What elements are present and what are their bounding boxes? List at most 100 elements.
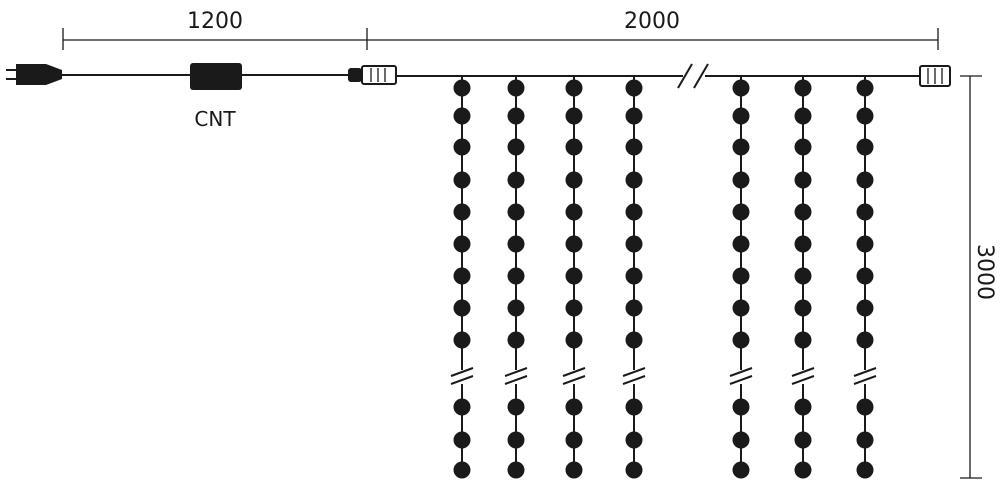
led-bulb [732,267,750,285]
led-bulb [507,461,525,479]
led-bulb [732,431,750,449]
led-bulb [625,107,643,125]
led-bulb [453,267,471,285]
led-bulb [794,107,812,125]
strand-break-mark [504,375,528,385]
led-bulb [856,138,874,156]
led-bulb [732,171,750,189]
led-bulb [625,235,643,253]
light-strand [853,76,877,479]
dimension-width: 2000 [367,9,939,50]
led-bulb [732,235,750,253]
led-bulb [625,431,643,449]
end-connector-icon [919,65,951,87]
led-bulb [453,138,471,156]
led-bulb [856,267,874,285]
led-bulb [507,79,525,97]
led-bulb [507,235,525,253]
led-bulb [732,461,750,479]
led-bulb [625,331,643,349]
led-bulb [565,235,583,253]
led-bulb [625,171,643,189]
led-bulb [453,398,471,416]
strand-break-mark [562,367,586,377]
led-bulb [565,203,583,221]
led-bulb [856,398,874,416]
led-bulb [856,107,874,125]
dimension-width-label: 2000 [624,9,680,34]
led-bulb [565,138,583,156]
led-bulb [453,235,471,253]
led-bulb [565,331,583,349]
led-bulb [453,461,471,479]
light-strand [791,76,815,479]
dimension-drop-label: 3000 [972,244,997,300]
led-bulb [856,79,874,97]
led-bulb [565,171,583,189]
led-bulb [625,267,643,285]
light-strand [622,76,646,479]
led-bulb [507,431,525,449]
strand-break-mark [791,367,815,377]
led-bulb [453,107,471,125]
strand-break-mark [622,375,646,385]
connector-icon [348,65,397,85]
led-bulb [732,138,750,156]
led-bulb [453,431,471,449]
light-strand [729,76,753,479]
light-strands [450,76,877,479]
led-bulb [453,79,471,97]
led-bulb [565,267,583,285]
led-bulb [794,461,812,479]
led-bulb [565,461,583,479]
strand-break-mark [450,367,474,377]
led-bulb [565,431,583,449]
led-bulb [507,107,525,125]
top-wire-break [677,63,709,89]
led-bulb [794,79,812,97]
led-bulb [732,107,750,125]
power-plug-icon [6,64,62,85]
led-bulb [732,331,750,349]
light-strand [450,76,474,479]
led-bulb [794,299,812,317]
led-bulb [794,431,812,449]
led-bulb [732,203,750,221]
led-bulb [507,203,525,221]
led-bulb [507,331,525,349]
led-bulb [507,398,525,416]
led-bulb [625,79,643,97]
dimension-lead: 1200 [62,9,368,50]
led-bulb [625,138,643,156]
light-strand [562,76,586,479]
led-bulb [453,331,471,349]
light-strand [504,76,528,479]
led-bulb [625,461,643,479]
dimension-drop: 3000 [960,75,997,479]
led-bulb [507,138,525,156]
strand-break-mark [504,367,528,377]
led-bulb [625,203,643,221]
controller-box-icon [190,63,242,90]
strand-break-mark [791,375,815,385]
led-bulb [856,299,874,317]
led-bulb [794,267,812,285]
led-bulb [794,331,812,349]
led-bulb [856,431,874,449]
led-bulb [794,398,812,416]
strand-break-mark [450,375,474,385]
strand-break-mark [729,375,753,385]
led-bulb [507,299,525,317]
led-bulb [856,203,874,221]
led-bulb [856,461,874,479]
led-bulb [856,171,874,189]
led-bulb [794,138,812,156]
led-bulb [794,203,812,221]
dimension-lead-label: 1200 [187,9,243,34]
led-bulb [565,107,583,125]
strand-break-mark [853,367,877,377]
strand-break-mark [853,375,877,385]
led-bulb [625,398,643,416]
led-bulb [453,203,471,221]
